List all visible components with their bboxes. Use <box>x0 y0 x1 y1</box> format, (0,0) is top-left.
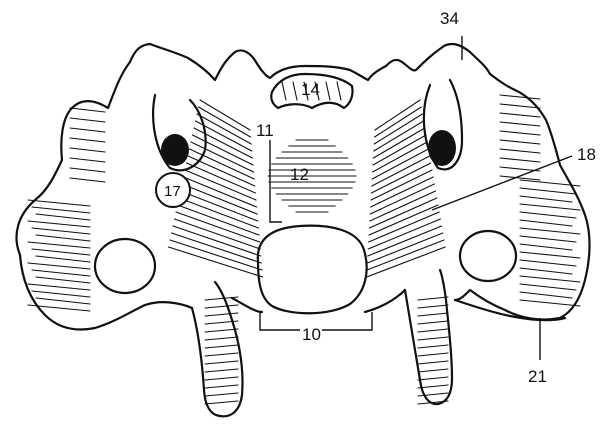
hatch-right-process <box>418 305 448 308</box>
hatch-left-process <box>205 369 238 372</box>
hatch-right-process <box>418 377 448 380</box>
left-descending-process <box>192 282 243 416</box>
hatch-right-upper <box>500 158 540 162</box>
hatch-right-process <box>418 345 448 348</box>
right-fossa <box>428 130 456 166</box>
hatch-right-process <box>418 385 448 388</box>
hatch-left-mass <box>28 263 90 269</box>
hatch-right-process <box>418 329 448 332</box>
hatch-left-mass <box>36 235 90 241</box>
hatch-right-upper <box>500 122 540 126</box>
hatch-left-mass <box>36 277 90 283</box>
hatch-right-mass <box>520 220 572 226</box>
hatch-right-mass <box>520 204 580 210</box>
central-foramen <box>258 226 367 314</box>
hatch-right-mass <box>520 236 576 242</box>
hatch-top-notch <box>293 82 297 100</box>
right-foramen <box>460 231 516 281</box>
hatch-left-mass <box>32 228 90 234</box>
hatch-right-process <box>418 321 448 324</box>
hatch-right-wing <box>375 107 422 137</box>
hatch-left-upper <box>70 108 105 112</box>
hatch-left-process <box>205 385 238 388</box>
hatch-right-process <box>418 361 448 364</box>
hatch-left-process <box>205 313 238 316</box>
hatch-right-process <box>418 337 448 340</box>
hatch-right-mass <box>520 196 572 202</box>
hatch-right-process <box>418 313 448 316</box>
hatch-left-mass <box>28 242 90 248</box>
hatch-right-process <box>418 369 448 372</box>
hatch-right-mass <box>520 212 576 218</box>
hatch-left-mass <box>32 207 90 213</box>
hatch-right-upper <box>500 140 540 144</box>
hatch-left-wing <box>199 107 251 137</box>
hatch-right-mass <box>520 244 572 250</box>
hatch-right-upper <box>500 149 540 153</box>
hatch-right-mass <box>520 188 576 194</box>
label-10: 10 <box>302 325 321 344</box>
hatch-left-upper <box>70 148 105 152</box>
label-14: 14 <box>301 80 320 99</box>
label-21: 21 <box>528 367 547 386</box>
hatch-right-mass <box>520 260 576 266</box>
hatch-left-mass <box>28 305 90 311</box>
hatch-left-process <box>205 345 238 348</box>
hatch-left-process <box>205 377 238 380</box>
hatch-right-mass <box>520 300 580 306</box>
hatch-right-mass <box>520 228 580 234</box>
hatch-right-mass <box>520 252 580 258</box>
hatch-right-upper <box>500 113 540 117</box>
hatch-top-notch <box>337 82 341 100</box>
hatch-left-upper <box>70 118 105 122</box>
hatch-right-process <box>418 353 448 356</box>
hatch-left-mass <box>32 291 90 297</box>
hatch-top-notch <box>282 82 286 100</box>
hatch-right-upper <box>500 95 540 99</box>
hatch-left-upper <box>70 128 105 132</box>
hatch-left-upper <box>70 178 105 182</box>
hatch-top-notch <box>326 82 330 100</box>
label-17: 17 <box>164 183 181 200</box>
hatch-left-upper <box>70 168 105 172</box>
hatch-left-mass <box>36 298 90 304</box>
hatch-left-mass <box>32 249 90 255</box>
hatch-left-process <box>205 393 238 396</box>
hatch-right-wing <box>374 114 422 144</box>
hatch-left-process <box>205 305 238 308</box>
hatch-right-mass <box>520 284 576 290</box>
hatch-left-upper <box>70 138 105 142</box>
hatch-right-mass <box>520 292 572 298</box>
hatch-left-process <box>205 337 238 340</box>
hatch-left-upper <box>70 158 105 162</box>
hatch-left-process <box>205 329 238 332</box>
midline-bracket-11 <box>270 140 282 222</box>
hatch-left-mass <box>32 270 90 276</box>
hatch-right-mass <box>520 268 572 274</box>
hatch-left-process <box>205 361 238 364</box>
hatch-left-wing <box>200 100 250 130</box>
hatch-right-upper <box>500 167 540 171</box>
label-11: 11 <box>256 121 274 140</box>
left-foramen <box>95 239 155 293</box>
hatch-left-mass <box>28 221 90 227</box>
hatch-left-mass <box>28 284 90 290</box>
hatch-left-mass <box>36 256 90 262</box>
hatch-left-mass <box>28 200 90 206</box>
label-18: 18 <box>577 145 596 164</box>
label-34: 34 <box>440 9 459 28</box>
hatch-left-process <box>205 353 238 356</box>
hatch-left-mass <box>36 214 90 220</box>
hatch-left-process <box>205 401 238 404</box>
label-12: 12 <box>290 165 309 184</box>
hatch-right-process <box>418 297 448 300</box>
hatch-right-mass <box>520 276 580 282</box>
hatch-right-upper <box>500 131 540 135</box>
hatch-right-wing <box>375 100 420 130</box>
